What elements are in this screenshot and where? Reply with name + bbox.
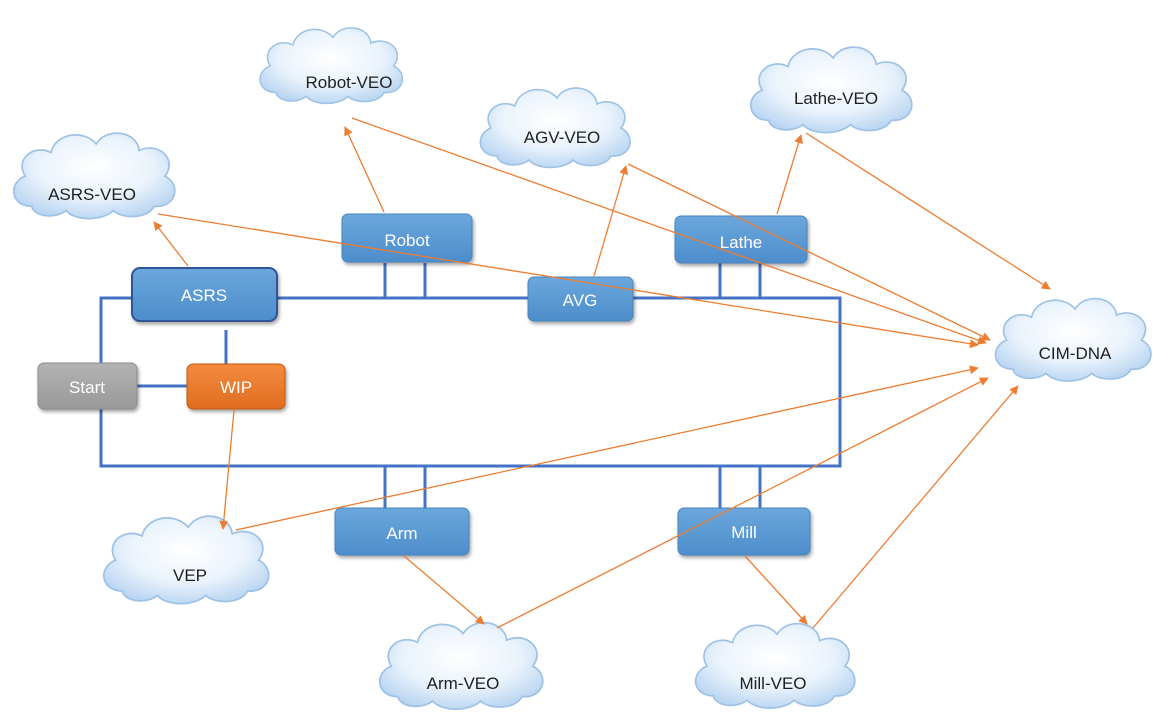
lathe-veo-label: Lathe-VEO (794, 89, 878, 108)
station-robot[interactable]: Robot (341, 213, 473, 263)
cim-dna-label: CIM-DNA (1039, 344, 1112, 363)
arrow-arm-veo-to-cim-dna (496, 377, 989, 629)
cloud-asrs-veo: ASRS-VEO (12, 132, 176, 220)
agv-veo-label: AGV-VEO (524, 128, 601, 147)
start-label: Start (69, 378, 105, 397)
mill-label: Mill (731, 523, 757, 542)
arrow-robot-veo-to-cim-dna (351, 117, 987, 345)
arrow-asrs-veo-to-cim-dna (157, 213, 979, 349)
arrow-avg-to-agv-veo (593, 165, 629, 277)
station-arm[interactable]: Arm (334, 507, 470, 556)
mill-veo-label: Mill-VEO (739, 674, 806, 693)
cloud-arm-veo: Arm-VEO (378, 621, 544, 711)
arrow-robot-to-robot-veo (344, 126, 385, 213)
arrow-agv-veo-to-cim-dna (627, 163, 991, 341)
cloud-mill-veo: Mill-VEO (694, 622, 856, 709)
robot-label: Robot (384, 231, 430, 250)
cloud-robot-veo: Robot-VEO (259, 26, 404, 105)
station-avg[interactable]: AVG (527, 276, 634, 322)
cloud-vep: VEP (102, 515, 270, 605)
arrow-lathe-veo-to-cim-dna (805, 132, 1051, 290)
lathe-label: Lathe (720, 233, 763, 252)
arrow-mill-veo-to-cim-dna (812, 385, 1019, 629)
arrow-arm-to-arm-veo (403, 555, 485, 625)
arrow-lathe-to-lathe-veo (776, 134, 803, 215)
wip-label: WIP (220, 378, 252, 397)
cloud-lathe-veo: Lathe-VEO (749, 46, 913, 134)
arrow-wip-to-vep (219, 409, 235, 530)
station-asrs[interactable]: ASRS (131, 267, 278, 322)
station-mill[interactable]: Mill (677, 507, 811, 556)
vep-label: VEP (173, 566, 207, 585)
station-wip[interactable]: WIP (186, 363, 286, 410)
station-lathe[interactable]: Lathe (674, 215, 808, 264)
cloud-agv-veo: AGV-VEO (479, 87, 632, 169)
station-start[interactable]: Start (37, 362, 138, 410)
avg-label: AVG (563, 291, 598, 310)
cloud-cim-dna: CIM-DNA (994, 297, 1152, 383)
arm-veo-label: Arm-VEO (427, 674, 500, 693)
arrow-vep-to-cim-dna (235, 365, 979, 531)
asrs-veo-label: ASRS-VEO (48, 185, 136, 204)
asrs-label: ASRS (181, 286, 227, 305)
arrow-mill-to-mill-veo (744, 555, 808, 625)
arm-label: Arm (386, 524, 417, 543)
data-flow-arrows (153, 117, 1051, 629)
arrow-asrs-to-asrs-veo (153, 221, 189, 267)
robot-veo-label: Robot-VEO (306, 73, 393, 92)
